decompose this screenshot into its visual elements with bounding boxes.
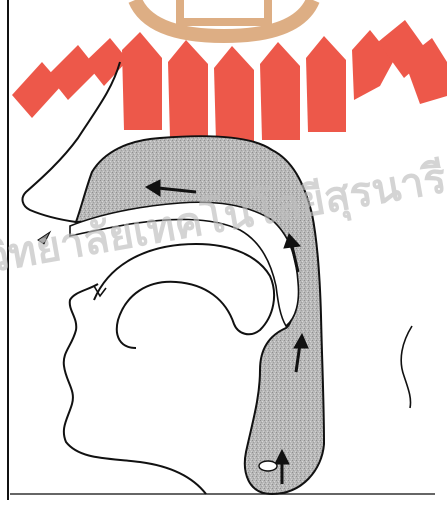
watermark-logo	[12, 0, 447, 142]
jaw-outline	[64, 284, 206, 494]
neck-outline	[401, 326, 412, 408]
airway-opening	[259, 461, 277, 471]
tongue	[94, 244, 274, 348]
